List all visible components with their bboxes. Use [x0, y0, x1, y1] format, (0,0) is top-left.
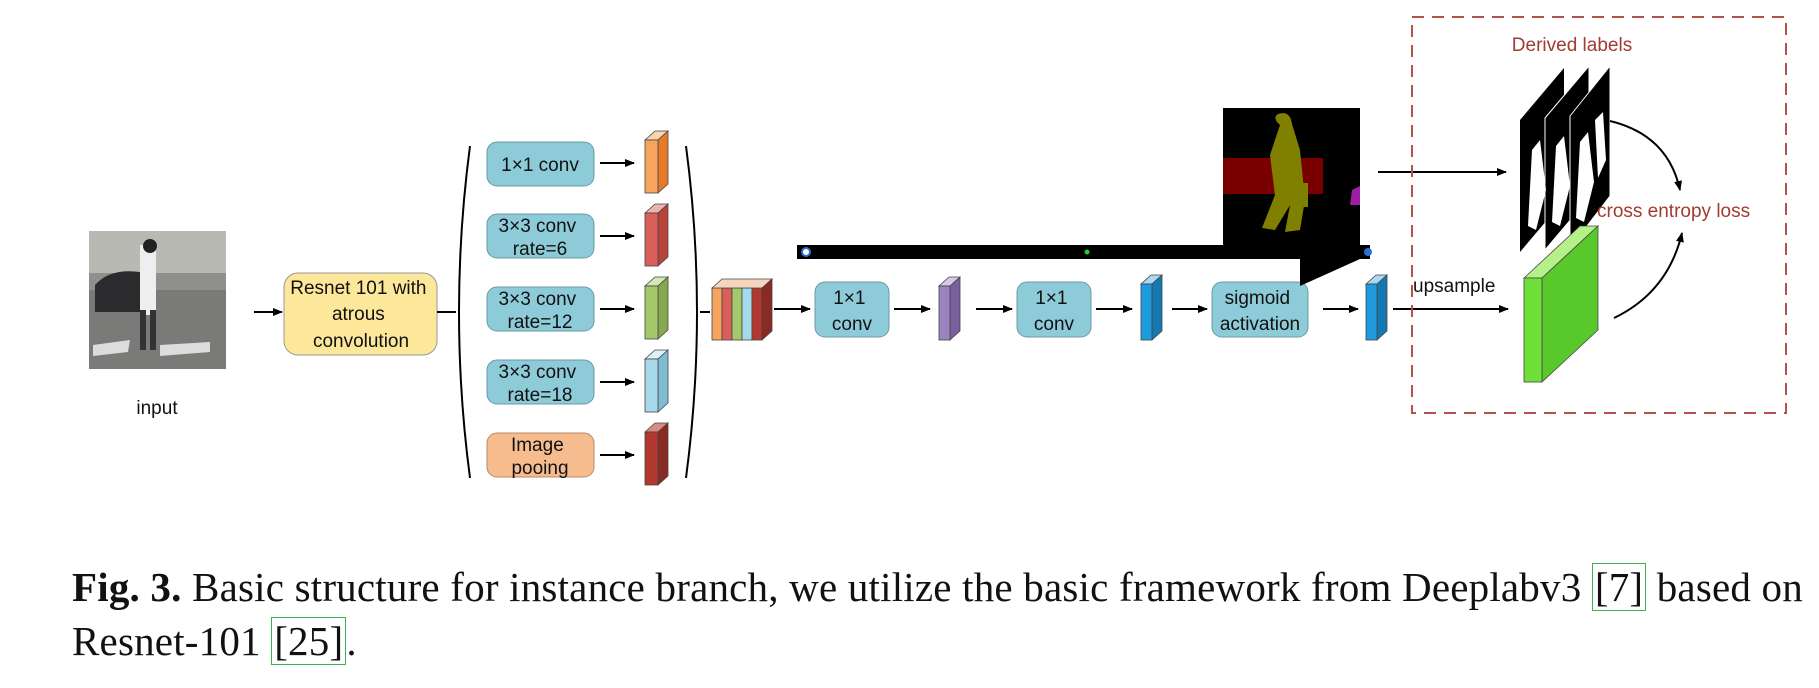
loss-arrow-bottom: [1613, 232, 1684, 319]
caption-text-2: based on Resnet-101: [72, 564, 1803, 664]
citation-link-25[interactable]: [25]: [271, 617, 347, 665]
backbone-label: Resnet 101 with atrous convolution: [290, 278, 432, 352]
derived-label-masks: [1520, 64, 1611, 252]
conv-1x1-b-label: 1×1 conv: [1034, 288, 1075, 335]
feature-block-purple: [937, 276, 962, 341]
feature-block-orange: [643, 130, 670, 194]
segmentation-overlay-image: [797, 108, 1372, 286]
figure-caption: Fig. 3. Basic structure for instance bra…: [72, 560, 1812, 668]
sigmoid-activation-box: [1211, 281, 1309, 338]
feature-block-blue-2: [1364, 274, 1389, 341]
loss-region: [1411, 16, 1787, 414]
conv-1x1-b-box: [1016, 281, 1092, 338]
caption-prefix: Fig. 3.: [72, 564, 182, 610]
feature-block-blue-1: [1139, 274, 1164, 341]
feature-block-red: [643, 203, 670, 267]
conv-1x1-a-box: [814, 281, 890, 338]
caption-text-1: Basic structure for instance branch, we …: [181, 564, 1592, 610]
aspp-conv-rate12-box: [486, 286, 595, 332]
conv-1x1-a-label: 1×1 conv: [832, 288, 873, 335]
aspp-conv-1x1-label: 1×1 conv: [501, 155, 579, 176]
sigmoid-activation-label: sigmoid activation: [1220, 288, 1300, 335]
feature-block-lightblue: [643, 349, 670, 413]
loss-arrow-top: [1609, 120, 1682, 191]
backbone-box: [283, 272, 438, 356]
aspp-conv-1x1-box: [486, 141, 595, 187]
aspp-conv-rate18-label: 3×3 conv rate=18: [499, 362, 582, 406]
image-pooling-label: Image pooing: [511, 435, 569, 479]
upsample-label: upsample: [1413, 276, 1495, 297]
derived-labels-title: Derived labels: [1512, 35, 1632, 56]
aspp-conv-rate6-label: 3×3 conv rate=6: [499, 216, 582, 260]
aspp-conv-rate6-box: [486, 213, 595, 259]
feature-block-darkred: [643, 422, 670, 486]
image-pooling-box: [486, 432, 595, 478]
caption-text-3: .: [346, 618, 357, 664]
citation-link-7[interactable]: [7]: [1591, 563, 1647, 611]
left-bracket: [458, 145, 471, 479]
output-block-green: [1522, 225, 1600, 383]
input-image: [89, 231, 226, 369]
aspp-conv-rate18-box: [486, 359, 595, 405]
input-label: input: [136, 398, 178, 419]
aspp-conv-rate12-label: 3×3 conv rate=12: [499, 289, 582, 333]
concat-feature-stack: [710, 278, 774, 341]
loss-label: cross entropy loss: [1597, 201, 1750, 222]
right-bracket: [685, 145, 698, 479]
feature-block-green: [643, 276, 670, 340]
architecture-diagram: input Resnet 101 with atrous convolution…: [89, 16, 1787, 486]
